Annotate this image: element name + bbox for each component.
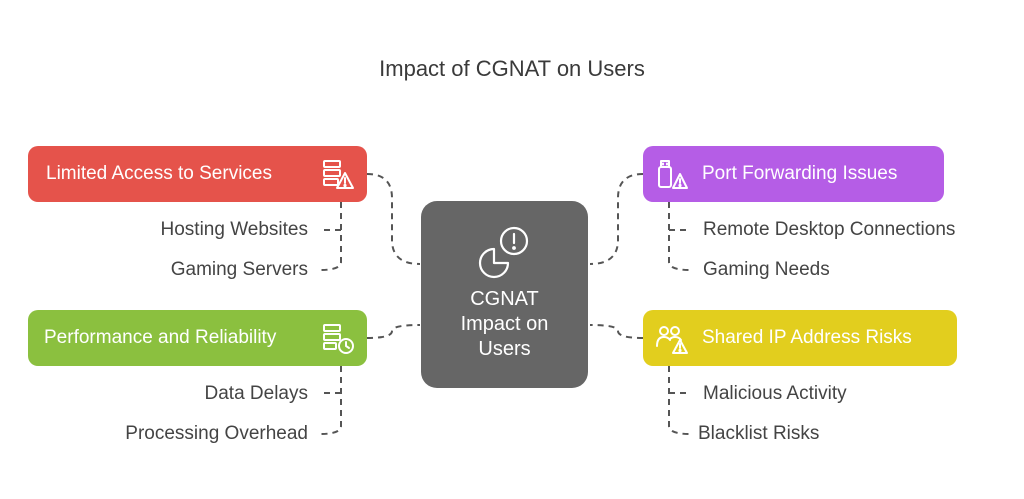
center-node: CGNAT Impact on Users (421, 201, 588, 388)
item-gaming-needs: Gaming Needs (703, 259, 830, 280)
link-port-forwarding (589, 173, 644, 265)
link-shared-ip (589, 324, 644, 339)
item-blacklist-risks: Blacklist Risks (698, 423, 820, 444)
usb-warning-icon (658, 160, 688, 189)
branch-limited-access: Limited Access to Services (28, 146, 367, 202)
branch-label: Shared IP Address Risks (702, 327, 912, 348)
item-processing-overhead: Processing Overhead (125, 423, 308, 444)
branch-label: Limited Access to Services (46, 163, 272, 184)
item-remote-desktop: Remote Desktop Connections (703, 219, 956, 240)
users-warning-icon (656, 326, 688, 354)
link-remote-desktop (668, 202, 691, 271)
center-line-1: CGNAT (470, 288, 539, 310)
pie-chart-alert-icon (478, 226, 529, 279)
item-gaming-servers: Gaming Servers (170, 259, 308, 280)
center-line-2: Impact on (460, 313, 549, 335)
link-limited-access (366, 173, 421, 265)
link-performance (366, 324, 421, 339)
link-malicious (668, 366, 691, 435)
server-warning-icon (323, 160, 354, 189)
center-line-3: Users (478, 338, 531, 360)
item-hosting-websites: Hosting Websites (160, 219, 309, 240)
link-hosting-websites (319, 202, 342, 271)
branch-performance: Performance and Reliability (28, 310, 367, 366)
item-data-delays: Data Delays (204, 383, 309, 404)
diagram-title: Impact of CGNAT on Users (379, 56, 645, 81)
branch-port-forwarding: Port Forwarding Issues (643, 146, 944, 202)
link-data-delays (319, 366, 342, 435)
branch-shared-ip: Shared IP Address Risks (643, 310, 957, 366)
item-malicious-activity: Malicious Activity (703, 383, 847, 404)
server-clock-icon (323, 324, 354, 354)
branch-label: Performance and Reliability (44, 327, 277, 348)
branch-label: Port Forwarding Issues (702, 163, 898, 184)
